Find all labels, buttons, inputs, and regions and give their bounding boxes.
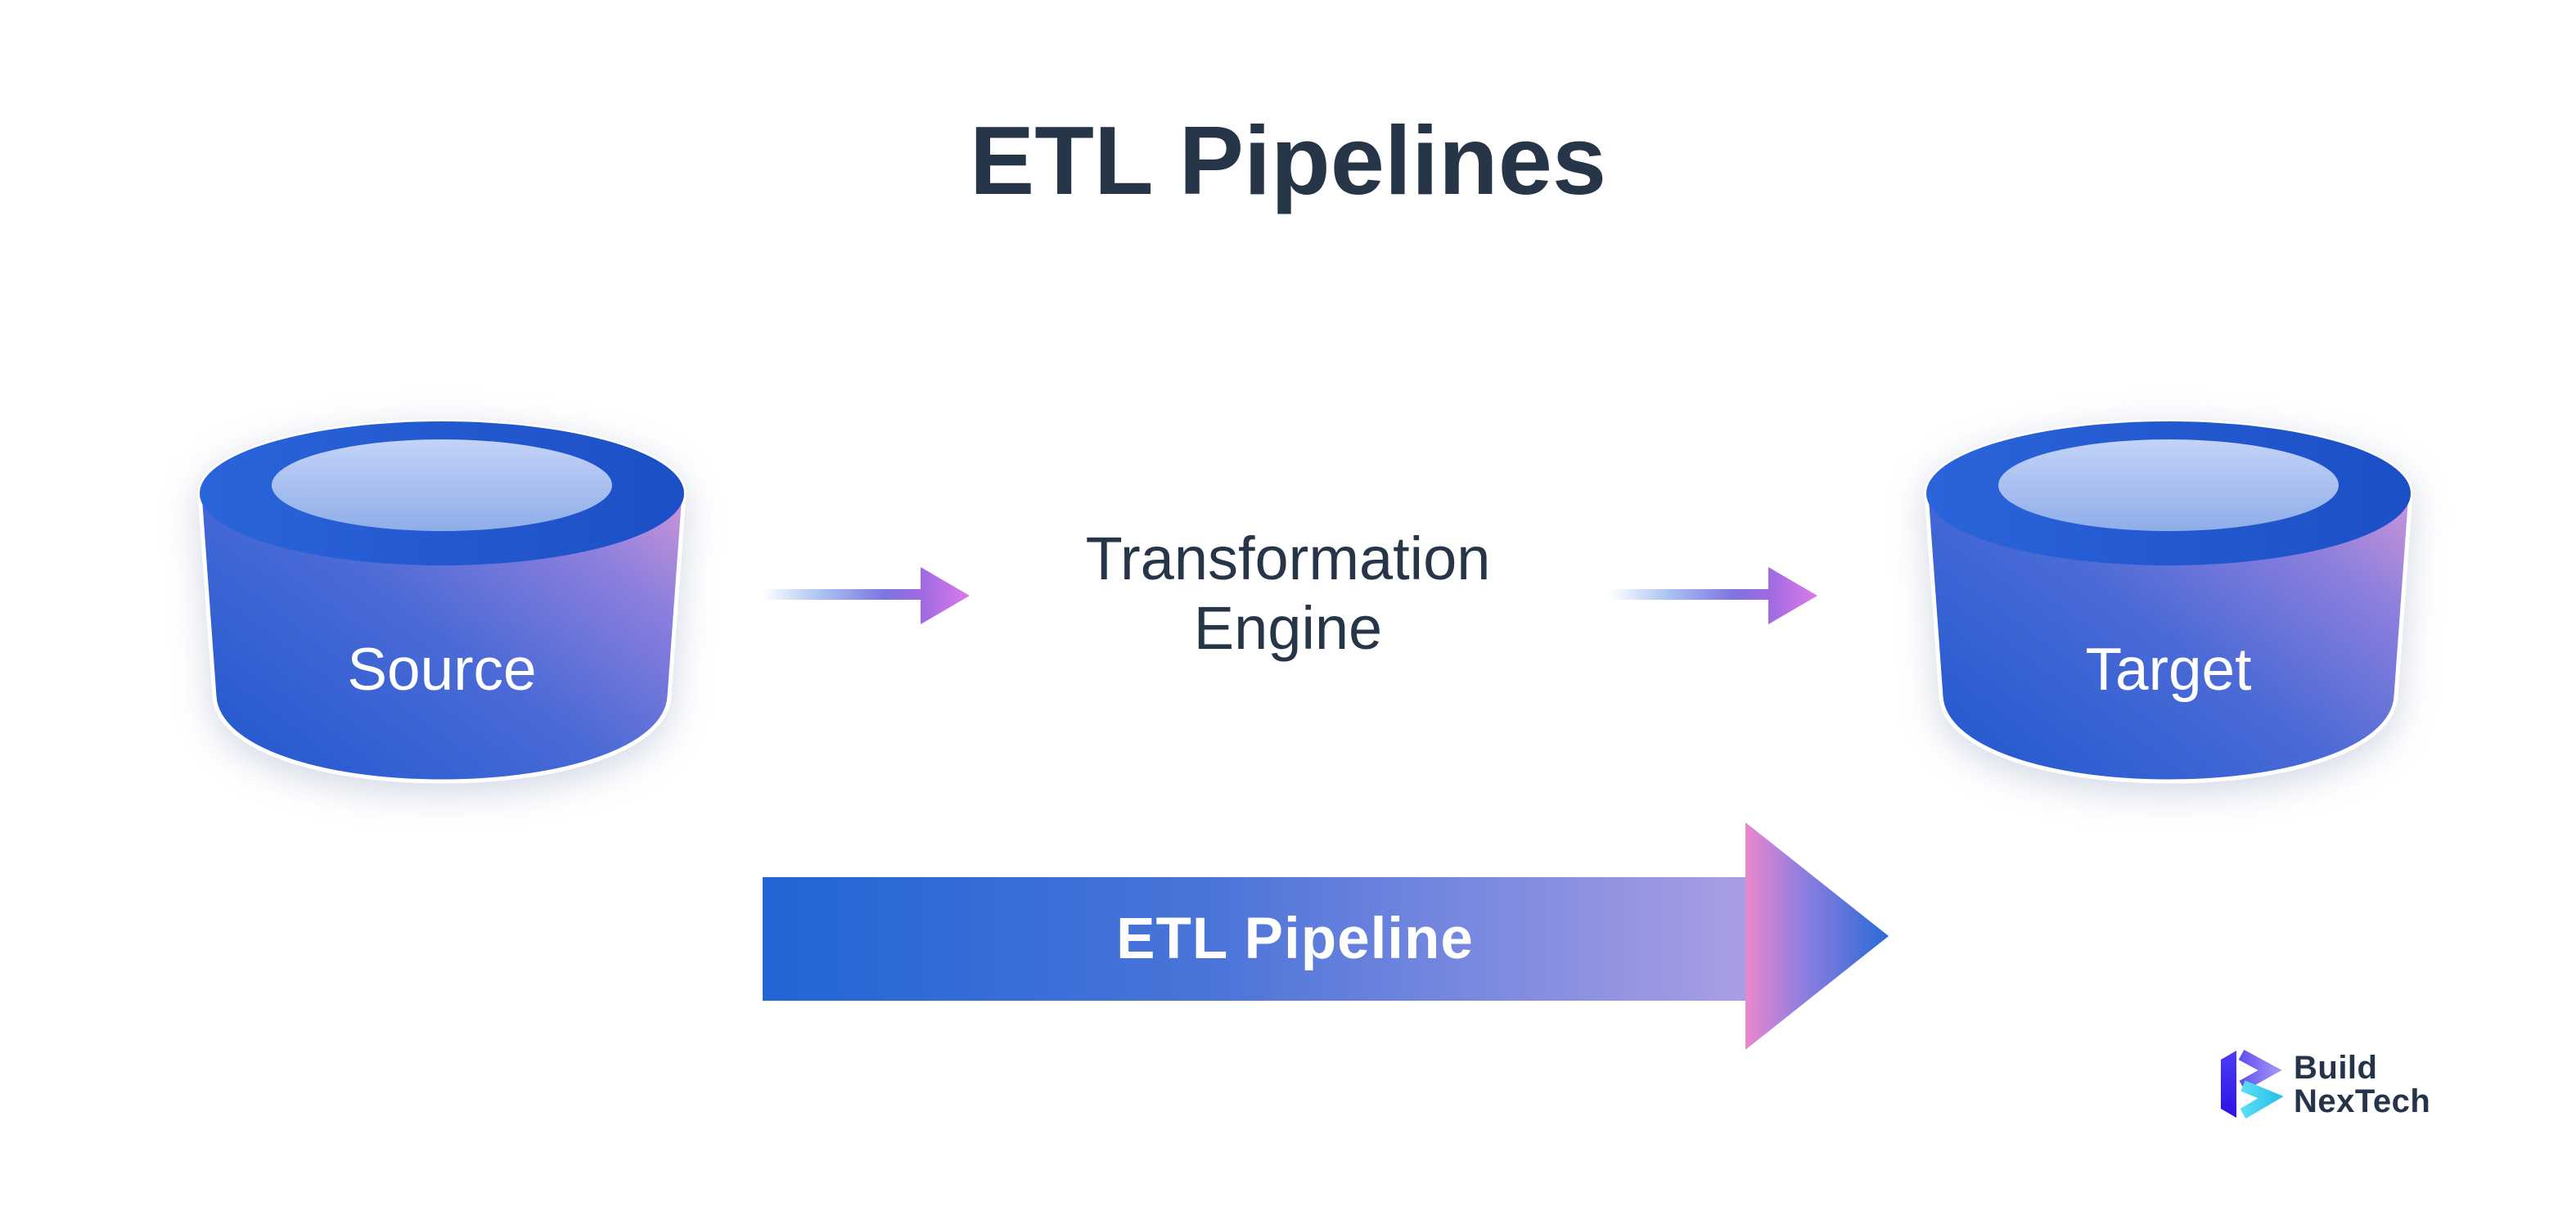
source-database-node: Source bbox=[182, 413, 702, 791]
pipeline-arrow-icon bbox=[763, 822, 1889, 1050]
cylinder-top bbox=[1998, 439, 2339, 531]
arrow-shaft bbox=[1610, 589, 1768, 600]
logo-bar bbox=[2221, 1051, 2236, 1118]
page-title: ETL Pipelines bbox=[969, 106, 1607, 215]
target-database-node: Target bbox=[1908, 413, 2429, 791]
pipeline-arrow-body bbox=[763, 877, 1745, 1001]
database-cylinder-icon bbox=[1924, 419, 2413, 784]
source-label: Source bbox=[347, 637, 537, 703]
arrow-head bbox=[921, 567, 970, 624]
brand-name-line2: NexTech bbox=[2294, 1083, 2431, 1120]
engine-line-2: Engine bbox=[1193, 594, 1383, 663]
arrow-shaft bbox=[762, 589, 921, 600]
logo-chevron-purple bbox=[2238, 1049, 2282, 1092]
engine-line-1: Transformation bbox=[1085, 524, 1491, 592]
arrow-right-icon bbox=[1610, 567, 1817, 624]
brand-logo: Build NexTech bbox=[2221, 1044, 2430, 1123]
buildnextech-logo-icon bbox=[2221, 1049, 2283, 1119]
etl-pipeline-label: ETL Pipeline bbox=[1116, 907, 1474, 971]
brand-name: Build NexTech bbox=[2294, 1044, 2430, 1123]
brand-name-line1: Build bbox=[2294, 1050, 2378, 1086]
database-cylinder-icon bbox=[197, 419, 687, 784]
arrow-right-icon bbox=[762, 567, 970, 624]
transformation-engine-label: Transformation Engine bbox=[961, 524, 1615, 663]
target-label: Target bbox=[2085, 637, 2252, 703]
cylinder-top bbox=[272, 439, 612, 531]
logo-chevron-cyan bbox=[2240, 1080, 2283, 1119]
arrow-head bbox=[1768, 567, 1817, 624]
pipeline-arrow-head bbox=[1745, 822, 1889, 1050]
